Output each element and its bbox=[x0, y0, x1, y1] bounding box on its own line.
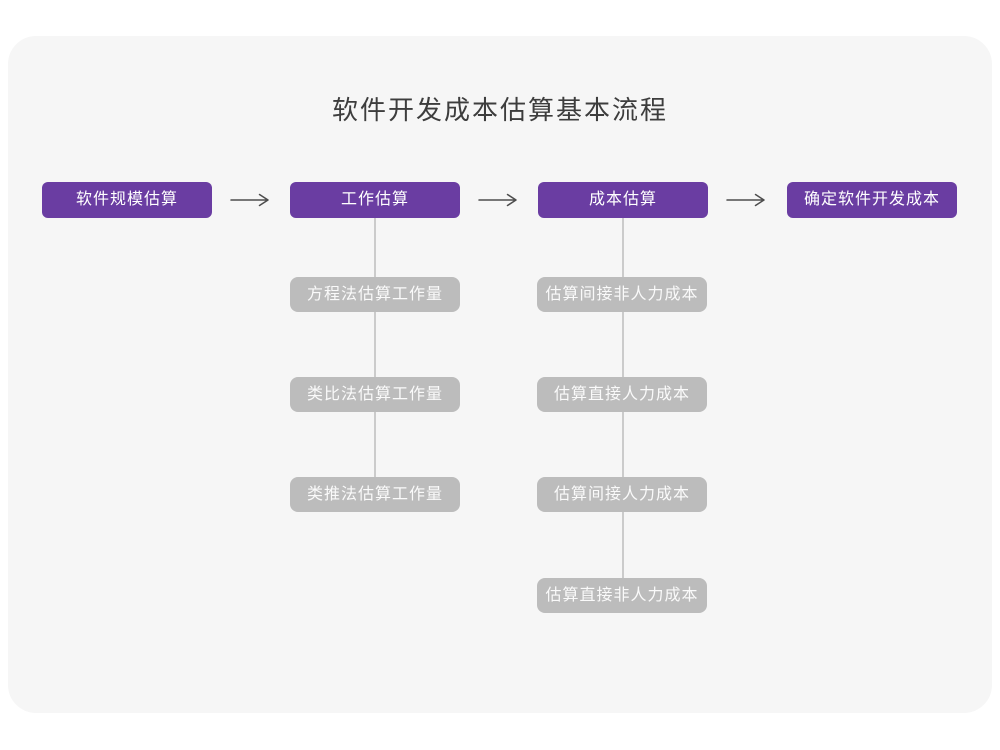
step-node-work-estimation: 工作估算 bbox=[290, 182, 460, 218]
step-node-determine-dev-cost: 确定软件开发成本 bbox=[787, 182, 957, 218]
step-node-cost-estimation: 成本估算 bbox=[538, 182, 708, 218]
substep-node-extrapolation-method: 类推法估算工作量 bbox=[290, 477, 460, 512]
substep-node-direct-nonlabor-cost: 估算直接非人力成本 bbox=[537, 578, 707, 613]
diagram-title: 软件开发成本估算基本流程 bbox=[331, 95, 668, 125]
right-arrow-icon bbox=[726, 193, 765, 207]
flowchart-card bbox=[8, 36, 992, 713]
substep-node-analogy-method: 类比法估算工作量 bbox=[290, 377, 460, 412]
right-arrow-icon bbox=[478, 193, 517, 207]
substep-node-indirect-labor-cost: 估算间接人力成本 bbox=[537, 477, 707, 512]
right-arrow-icon bbox=[230, 193, 269, 207]
substep-node-indirect-nonlabor-cost: 估算间接非人力成本 bbox=[537, 277, 707, 312]
work-estimation-connector-line bbox=[374, 218, 376, 478]
substep-node-direct-labor-cost: 估算直接人力成本 bbox=[537, 377, 707, 412]
substep-node-equation-method: 方程法估算工作量 bbox=[290, 277, 460, 312]
step-node-software-scale-estimation: 软件规模估算 bbox=[42, 182, 212, 218]
